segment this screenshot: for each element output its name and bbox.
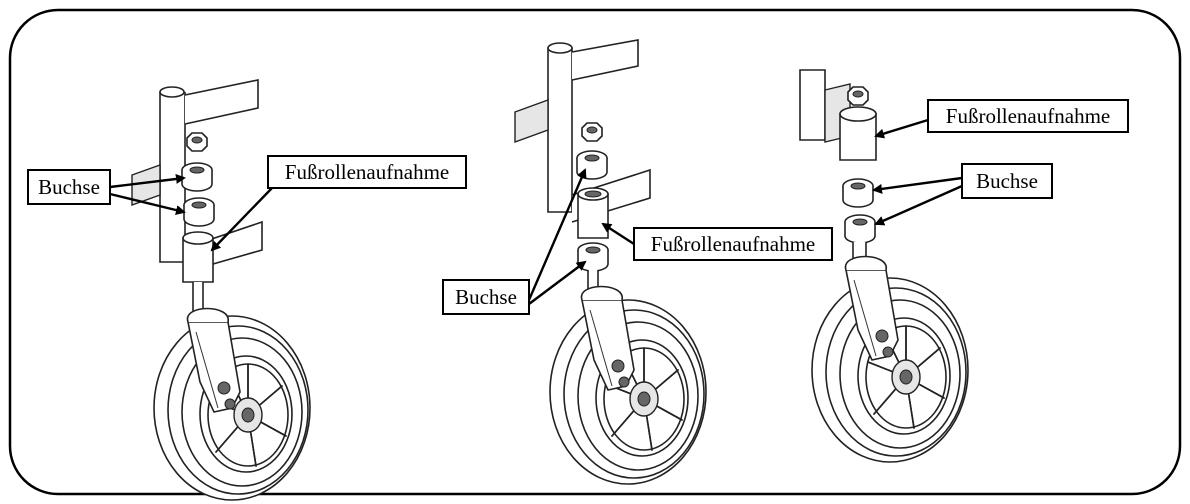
label-caster-mount-1-text: Fußrollenaufnahme (285, 160, 449, 184)
arrow-caster-mount-1 (210, 187, 273, 252)
assembly-1 (131, 79, 311, 501)
label-bushing-2: Buchse (442, 279, 530, 315)
arrow-bushing-3a (872, 176, 963, 194)
frame-border (8, 8, 1182, 496)
arrow-bushing-2b (528, 260, 587, 305)
arrow-caster-mount-2 (601, 222, 635, 246)
arrow-caster-mount-3 (874, 118, 929, 139)
arrow-bushing-1b (109, 192, 186, 215)
label-caster-mount-3: Fußrollenaufnahme (927, 99, 1129, 133)
label-bushing-1-text: Buchse (38, 175, 100, 199)
label-bushing-3-text: Buchse (976, 169, 1038, 193)
assembly-3 (799, 69, 969, 463)
arrow-bushing-3b (874, 184, 963, 226)
label-caster-mount-2-text: Fußrollenaufnahme (651, 232, 815, 256)
arrow-bushing-1a (109, 174, 186, 189)
label-caster-mount-2: Fußrollenaufnahme (633, 227, 833, 261)
label-caster-mount-3-text: Fußrollenaufnahme (946, 104, 1110, 128)
assembly-2 (514, 39, 707, 485)
arrow-bushing-2a (527, 168, 587, 301)
label-bushing-2-text: Buchse (455, 285, 517, 309)
label-caster-mount-1: Fußrollenaufnahme (267, 155, 467, 189)
label-bushing-1: Buchse (27, 169, 111, 205)
label-bushing-3: Buchse (961, 163, 1053, 199)
